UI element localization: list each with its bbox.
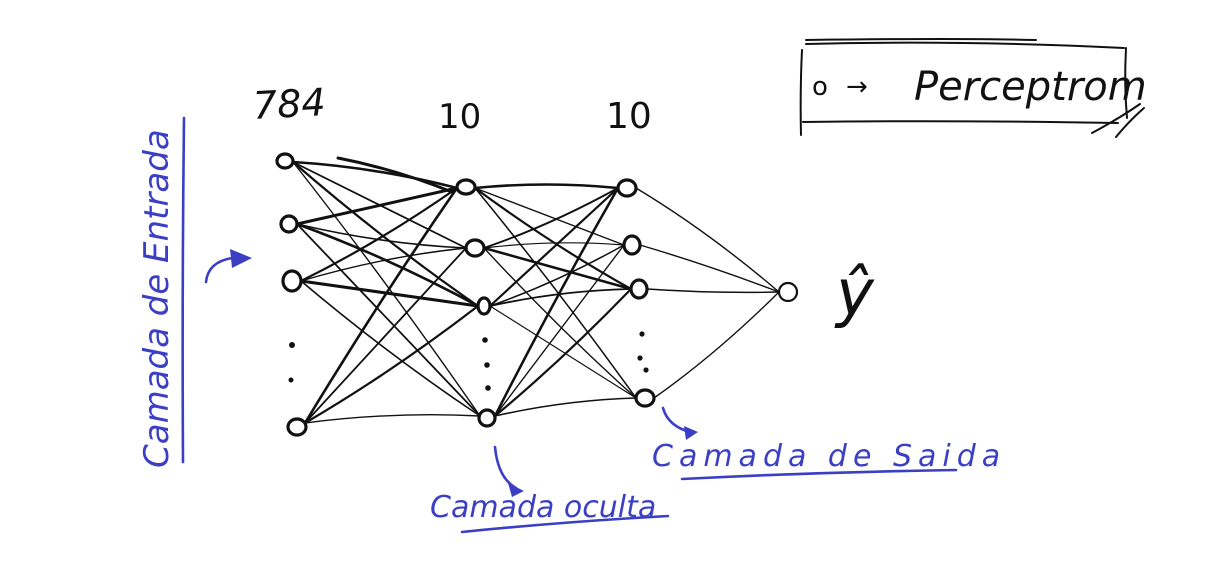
connection-line	[482, 246, 633, 291]
input-node	[279, 214, 299, 234]
legend-box: o → Perceptrom	[799, 38, 1147, 138]
ellipsis-dot	[485, 385, 491, 391]
hidden2-node	[629, 278, 649, 300]
input-node	[281, 269, 303, 293]
hidden2-node	[616, 178, 638, 198]
connection-line	[488, 186, 620, 308]
connection-line	[299, 279, 480, 308]
connection-line	[291, 160, 480, 308]
connection-line	[494, 397, 637, 417]
connection-line	[291, 160, 459, 190]
network-nodes	[275, 152, 799, 437]
hidden-arrow-head	[508, 483, 524, 497]
input-arrow-head	[230, 249, 252, 268]
connection-line	[303, 304, 480, 425]
output-y-hat: ŷ	[834, 257, 875, 331]
connection-line	[489, 288, 632, 307]
connection-line	[494, 244, 625, 417]
connection-line	[336, 156, 454, 194]
connection-line	[304, 414, 481, 424]
connection-line	[483, 242, 625, 249]
connection-line	[299, 186, 459, 283]
connection-line	[653, 291, 780, 399]
connection-line	[489, 244, 625, 307]
connection-line	[296, 223, 481, 417]
connection-line	[489, 305, 637, 399]
connection-line	[493, 287, 633, 418]
connection-line	[483, 187, 619, 249]
network-connections	[291, 156, 780, 425]
legend-symbol: o	[812, 72, 828, 102]
ellipsis-dot	[289, 342, 295, 348]
connection-line	[300, 280, 481, 417]
input-layer-annotation: Camada de Entrada	[137, 116, 252, 468]
connection-line	[473, 186, 633, 291]
connection-line	[292, 161, 481, 417]
hidden2-node	[622, 234, 642, 256]
connection-line	[639, 244, 780, 293]
hidden-layer-annotation: Camada oculta	[430, 445, 670, 534]
output-layer-label: Camada de Saida	[652, 439, 1006, 474]
input-node	[286, 417, 308, 437]
ellipsis-dot	[484, 362, 490, 368]
connection-line	[493, 186, 620, 418]
hidden2-node	[634, 388, 656, 408]
connection-line	[303, 186, 459, 425]
output-node	[777, 281, 799, 303]
connection-line	[483, 247, 637, 399]
input-layer-label: Camada de Entrada	[137, 129, 177, 468]
ellipsis-dot	[643, 367, 649, 373]
connection-line	[474, 187, 637, 399]
connection-line	[646, 288, 780, 294]
ellipsis-dot	[637, 355, 643, 361]
input-layer-count: 784	[252, 80, 327, 128]
hidden1-node	[464, 238, 486, 258]
connection-line	[300, 247, 467, 282]
connection-line	[295, 186, 459, 226]
hidden1-node	[476, 296, 492, 316]
legend-text: Perceptrom	[914, 64, 1147, 110]
output-arrow-head	[684, 426, 698, 440]
ellipsis-dot	[482, 337, 488, 343]
input-node	[275, 152, 295, 170]
connection-line	[473, 183, 620, 190]
connection-line	[304, 247, 467, 424]
hidden1-node	[455, 178, 477, 196]
ellipsis-dot	[639, 331, 645, 337]
connection-line	[295, 222, 480, 308]
connection-line	[474, 187, 625, 246]
connection-line	[296, 223, 467, 249]
hidden2-layer-count: 10	[606, 96, 652, 137]
hidden1-layer-count: 10	[438, 97, 481, 137]
ellipsis-dot	[288, 377, 294, 383]
connection-line	[635, 187, 780, 293]
hidden1-node	[477, 408, 497, 428]
output-layer-annotation: Camada de Saida	[652, 406, 1006, 481]
legend-arrow: →	[846, 72, 868, 102]
